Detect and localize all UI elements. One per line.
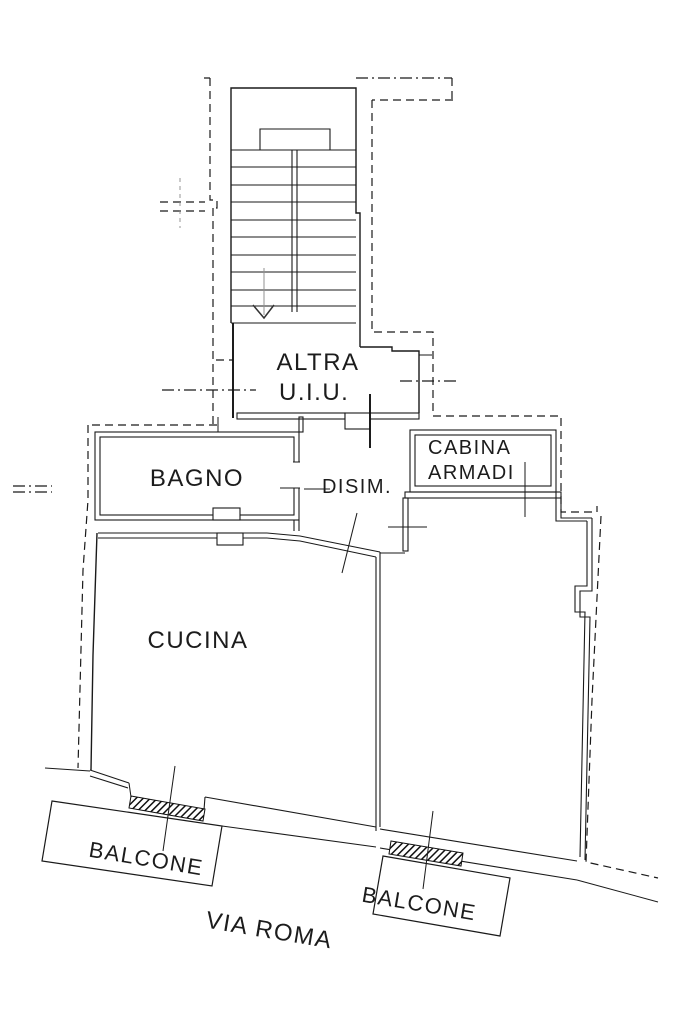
room-cabina-armadi: CABINA ARMADI [409, 429, 557, 517]
bagno-door-opening [292, 462, 301, 488]
facade-segment-a [89, 769, 130, 789]
room-label-cabina: CABINA [428, 437, 511, 459]
room-altra-uiu: ALTRA U.I.U. [217, 323, 432, 448]
room-right-unlabeled [380, 491, 593, 861]
room-label-disim: DISIM. [322, 476, 392, 498]
room-label-balcone-left: BALCONE [87, 837, 205, 881]
cucina-left-wall [90, 532, 98, 771]
right-room-top-wall [404, 491, 562, 499]
room-label-bagno: BAGNO [150, 465, 244, 492]
cucina-diagonal-wall [266, 532, 381, 558]
stair-right-wall [360, 346, 420, 413]
room-bagno: BAGNO [94, 431, 330, 531]
room-label-balcone-right: BALCONE [360, 882, 478, 926]
right-room-right-wall-outer [579, 518, 593, 861]
altra-bottom-wall-right [369, 412, 420, 420]
window-right-tick [422, 810, 434, 890]
stair-steps [231, 149, 356, 324]
street-label: VIA ROMA [204, 907, 335, 955]
stair-landing [259, 128, 331, 150]
facade-extension [576, 879, 659, 903]
room-cucina: CUCINA [90, 532, 381, 831]
window-hatch-left [128, 795, 206, 822]
stair-down-arrow-icon [252, 268, 275, 320]
right-room-right-wall-inner [574, 521, 588, 858]
room-label-cucina: CUCINA [147, 627, 248, 654]
disim-top-stub [298, 416, 304, 433]
cucina-divider-wall [375, 552, 381, 831]
altra-bottom-wall [236, 412, 346, 420]
stair-shaft-wall [230, 87, 361, 347]
room-label-uiu: U.I.U. [279, 379, 349, 406]
facade-wall [44, 765, 659, 903]
balcony-right: BALCONE [360, 855, 511, 937]
cucina-pilaster [216, 532, 244, 546]
bagno-pilaster [212, 507, 241, 521]
altra-door-frame [344, 412, 371, 430]
disim-door-swing [341, 512, 358, 574]
cabina-inner-wall [414, 434, 552, 487]
facade-segment-b [203, 796, 377, 848]
balcony-right-outline [372, 855, 511, 937]
stair-divider [291, 150, 298, 312]
right-room-left-wall-upper [402, 497, 409, 552]
staircase [230, 87, 420, 413]
window-left-tick [162, 765, 176, 852]
right-room-right-jog [555, 492, 592, 522]
survey-cross-mark [160, 178, 205, 228]
facade-jog [128, 782, 132, 798]
boundary-dashed-left [13, 77, 256, 769]
window-hatch-right [388, 840, 464, 867]
bagno-wall-extension [293, 520, 300, 531]
bagno-door-leaf [280, 487, 330, 490]
facade-left-stub [44, 767, 91, 772]
room-disim: DISIM. [298, 416, 392, 574]
room-label-armadi: ARMADI [428, 462, 515, 484]
bagno-door-jambs [293, 461, 300, 489]
room-label-altra: ALTRA [276, 349, 359, 376]
balcony-left-outline [41, 800, 223, 887]
